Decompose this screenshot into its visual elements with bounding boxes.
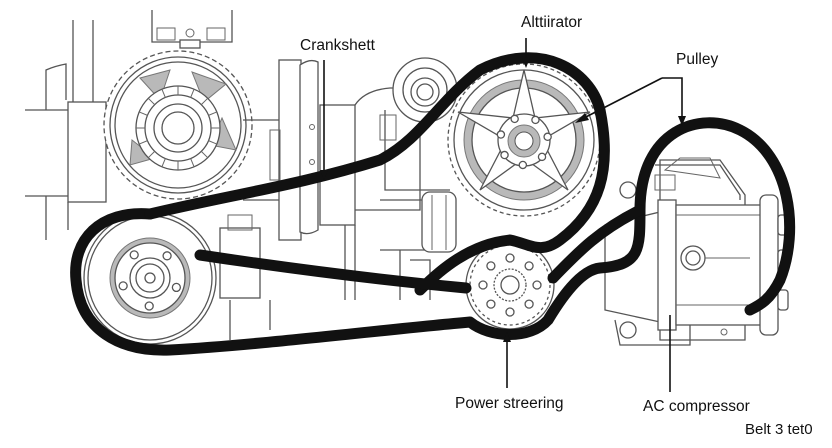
label-alternator: Alttiirator: [521, 14, 583, 31]
bearing-segment: [208, 111, 217, 116]
bolt-icon: [171, 282, 182, 293]
bolt-icon: [537, 152, 547, 162]
bearing-segment: [190, 158, 195, 167]
label-pulley: Pulley: [676, 51, 719, 68]
bearing-segment: [200, 97, 209, 106]
bolt-icon: [500, 150, 509, 160]
bolt-icon: [524, 299, 534, 309]
serpentine-belt-inner: [194, 249, 472, 294]
bolt-icon: [505, 307, 515, 317]
bearing-segment: [139, 111, 148, 116]
label-ac-compressor: AC compressor: [643, 398, 750, 415]
bolt-icon: [486, 261, 496, 271]
bolt-icon: [510, 114, 519, 124]
bearing-segment: [190, 89, 195, 98]
label-crankshaft: Crankshett: [300, 37, 375, 54]
bolt-icon: [505, 253, 515, 263]
camshaft-sprocket: [103, 50, 253, 200]
bolt-icon: [524, 261, 534, 271]
bolt-icon: [486, 299, 496, 309]
power-steering-pulley: [465, 240, 555, 330]
bolt-icon: [531, 115, 540, 125]
bolt-icon: [144, 301, 154, 311]
bearing-segment: [147, 150, 156, 159]
alternator-pulley: [447, 63, 601, 217]
ac-compressor-body: [604, 157, 789, 346]
bearing-segment: [208, 140, 217, 145]
bolt-icon: [518, 160, 528, 170]
bolt-icon: [496, 130, 506, 139]
bolt-icon: [162, 251, 172, 261]
bolt-icon: [532, 280, 542, 290]
label-power-steering: Power streering: [455, 395, 564, 412]
serpentine-belt-upper: [144, 52, 610, 296]
bearing-segment: [147, 97, 156, 106]
alternator-housing: [379, 57, 458, 300]
leader-lines: [320, 38, 686, 392]
bolt-icon: [478, 280, 488, 290]
engine-block-left: [25, 20, 107, 240]
top-bracket: [151, 10, 233, 49]
bearing-segment: [161, 158, 166, 167]
bolt-icon: [543, 132, 552, 142]
bolt-icon: [118, 281, 128, 291]
crankshaft-pulley: [83, 211, 217, 345]
serpentine-belt-ps-right: [547, 204, 646, 284]
serpentine-belt: [70, 117, 796, 356]
bearing-segment: [161, 89, 166, 98]
bearing-segment: [139, 140, 148, 145]
caption: Belt 3 tet0: [745, 421, 813, 438]
bolt-icon: [129, 250, 139, 260]
bearing-segment: [200, 150, 209, 159]
